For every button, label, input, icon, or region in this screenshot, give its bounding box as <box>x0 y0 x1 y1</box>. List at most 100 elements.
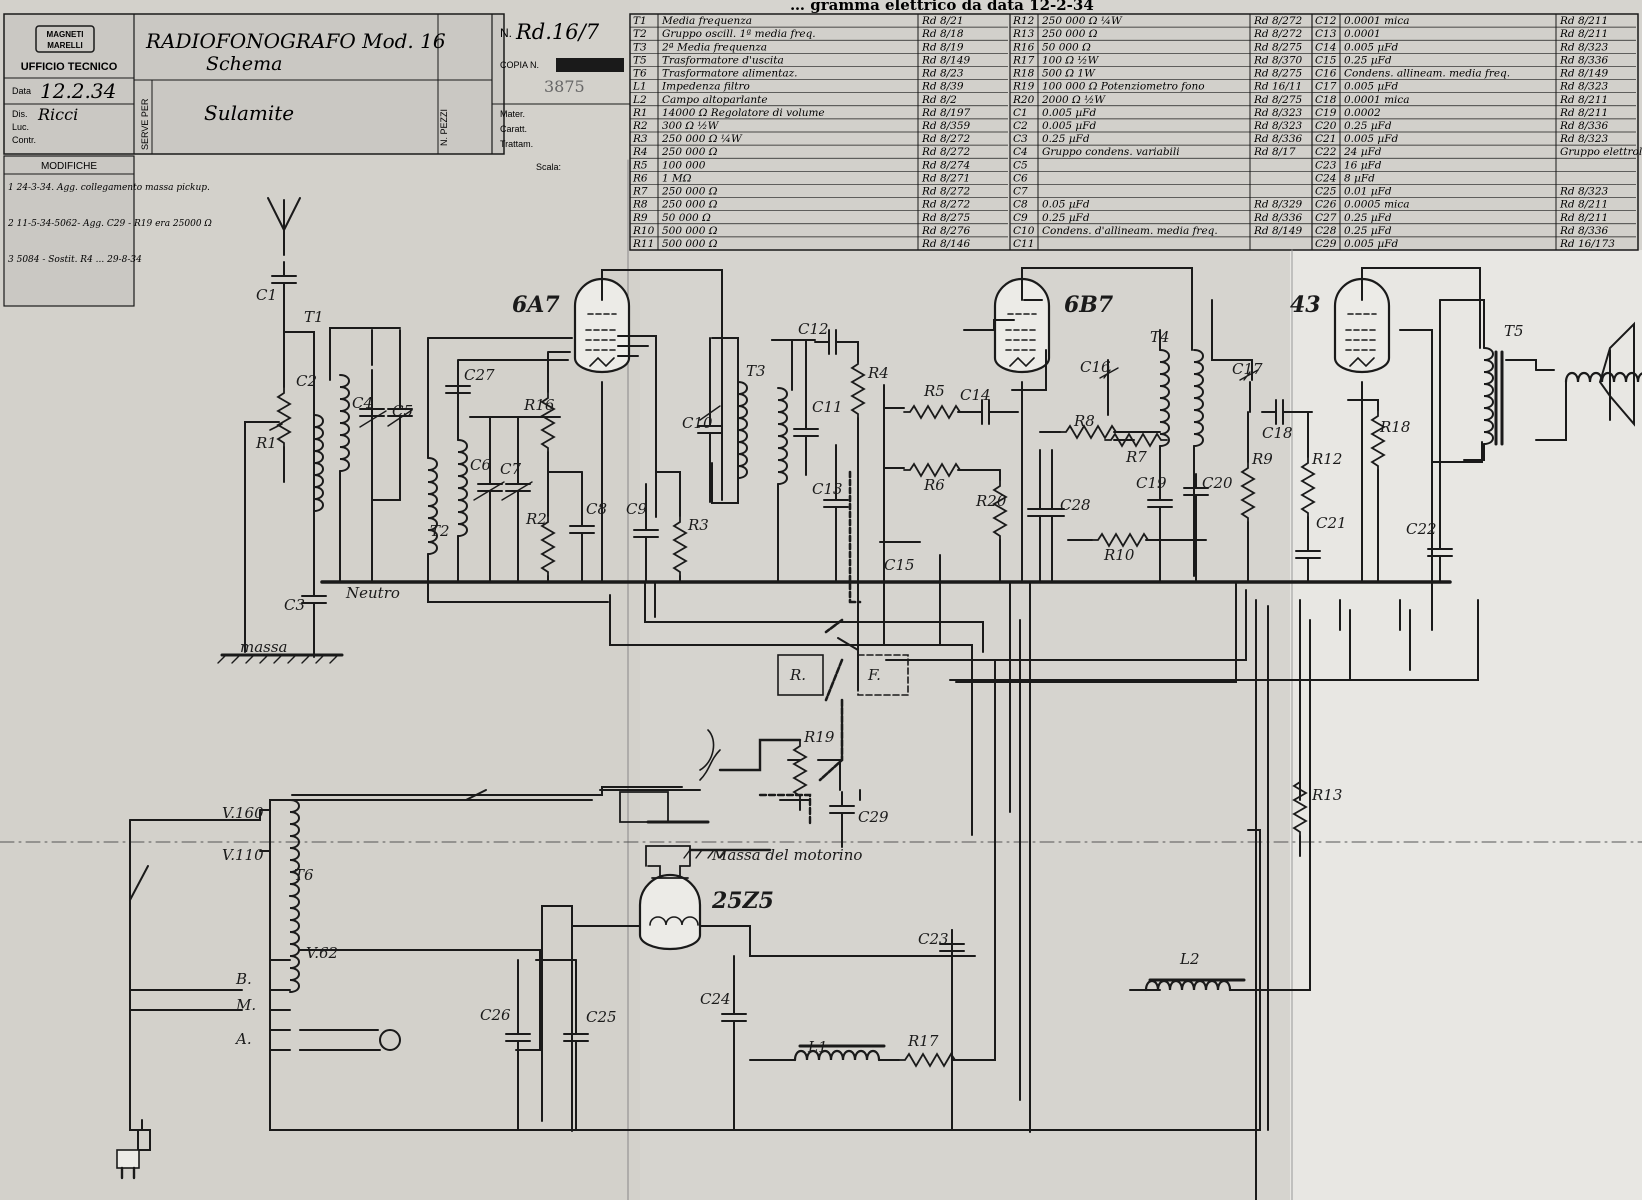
part-desc: Campo altoparlante <box>662 94 768 106</box>
drawing-number: Rd.16/7 <box>515 20 600 44</box>
label-r9: R9 <box>1251 450 1273 468</box>
svg-text:Scala:: Scala: <box>536 162 561 172</box>
part-ref: C20 <box>1315 120 1337 132</box>
part-desc: 500 000 Ω <box>662 225 718 237</box>
part-ref: C11 <box>1013 238 1034 250</box>
label-fono: F. <box>867 666 881 684</box>
modifica-entry: 2 11-5-34-5062- Agg. C29 - R19 era 25000… <box>7 219 212 229</box>
part-desc: 0.0002 <box>1344 107 1381 119</box>
part-desc: 0.0001 mica <box>1344 94 1410 106</box>
part-ref: C1 <box>1013 107 1028 119</box>
drawing-date: 12.2.34 <box>40 79 116 103</box>
label-b: B. <box>235 970 252 988</box>
drawing-subtitle: Schema <box>206 53 282 75</box>
label-c23: C23 <box>918 930 949 948</box>
svg-text:MARELLI: MARELLI <box>47 41 83 50</box>
part-desc: 500 000 Ω <box>662 238 718 250</box>
part-code: Rd 8/272 <box>921 186 971 198</box>
part-ref: C15 <box>1315 54 1337 66</box>
label-r2: R2 <box>525 510 547 528</box>
part-desc: 50 000 Ω <box>662 212 711 224</box>
svg-text:N. PEZZI: N. PEZZI <box>439 109 449 146</box>
part-code: Rd 8/275 <box>1253 68 1303 80</box>
label-v160: V.160 <box>222 804 264 822</box>
svg-text:Dis.: Dis. <box>12 109 28 119</box>
part-code: Rd 8/323 <box>1559 186 1609 198</box>
label-radio: R. <box>789 666 806 684</box>
label-r18: R18 <box>1379 418 1410 436</box>
label-c11: C11 <box>812 398 843 416</box>
label-c17: C17 <box>1232 360 1263 378</box>
part-code: Rd 8/211 <box>1559 94 1608 106</box>
part-ref: T2 <box>633 28 647 40</box>
company-logo: MAGNETI MARELLI <box>35 25 95 53</box>
part-ref: C9 <box>1013 212 1028 224</box>
part-ref: C22 <box>1315 146 1337 158</box>
part-ref: R6 <box>632 172 648 184</box>
svg-text:Data: Data <box>12 86 31 96</box>
parts-row: C11 <box>1013 238 1034 250</box>
label-c20: C20 <box>1202 474 1233 492</box>
part-ref: T6 <box>633 68 647 80</box>
part-desc: 100 Ω ½W <box>1042 54 1100 66</box>
part-code: Rd 8/149 <box>921 54 971 66</box>
part-ref: C14 <box>1315 41 1336 53</box>
label-neutro: Neutro <box>345 584 400 602</box>
part-code: Rd 8/323 <box>1559 133 1609 145</box>
part-desc: 2ª Media frequenza <box>661 41 767 53</box>
part-desc: 0.05 µFd <box>1042 199 1090 211</box>
page-header: … gramma elettrico da data 12-2-34 <box>790 0 1094 14</box>
label-r5: R5 <box>923 382 945 400</box>
part-ref: C10 <box>1013 225 1035 237</box>
part-code: Gruppo elettrol. Rd 8/23 <box>1560 146 1642 158</box>
label-t2: T2 <box>430 522 450 540</box>
label-c18: C18 <box>1262 424 1293 442</box>
tube-label-v1: 6A7 <box>512 292 560 318</box>
label-t3: T3 <box>746 362 766 380</box>
part-code: Rd 8/211 <box>1559 212 1608 224</box>
part-desc: Trasformatore d'uscita <box>662 54 784 66</box>
label-c25: C25 <box>586 1008 617 1026</box>
modifica-entry: 1 24-3-34. Agg. collegamento massa picku… <box>8 183 210 193</box>
part-desc: 2000 Ω ½W <box>1041 94 1106 106</box>
label-t5: T5 <box>1504 322 1524 340</box>
drawing-title: RADIOFONOGRAFO Mod. 16 <box>145 29 446 53</box>
part-code: Rd 8/18 <box>921 28 964 40</box>
label-l1: L1 <box>807 1038 828 1056</box>
part-ref: R17 <box>1012 54 1035 66</box>
label-r17: R17 <box>907 1032 939 1050</box>
part-ref: R16 <box>1012 41 1035 53</box>
part-desc: Condens. d'allineam. media freq. <box>1042 225 1218 237</box>
label-c9: C9 <box>626 500 647 518</box>
label-v110: V.110 <box>222 846 264 864</box>
part-desc: 250 000 Ω <box>661 146 718 158</box>
label-c22: C22 <box>1406 520 1437 538</box>
label-c14: C14 <box>960 386 991 404</box>
parts-row: C7 <box>1013 186 1028 198</box>
svg-text:Contr.: Contr. <box>12 135 36 145</box>
label-c19: C19 <box>1136 474 1167 492</box>
part-code: Rd 8/272 <box>1253 28 1303 40</box>
label-r20: R20 <box>975 492 1007 510</box>
part-ref: R10 <box>632 225 655 237</box>
part-ref: C21 <box>1315 133 1336 145</box>
label-m: M. <box>235 996 256 1014</box>
